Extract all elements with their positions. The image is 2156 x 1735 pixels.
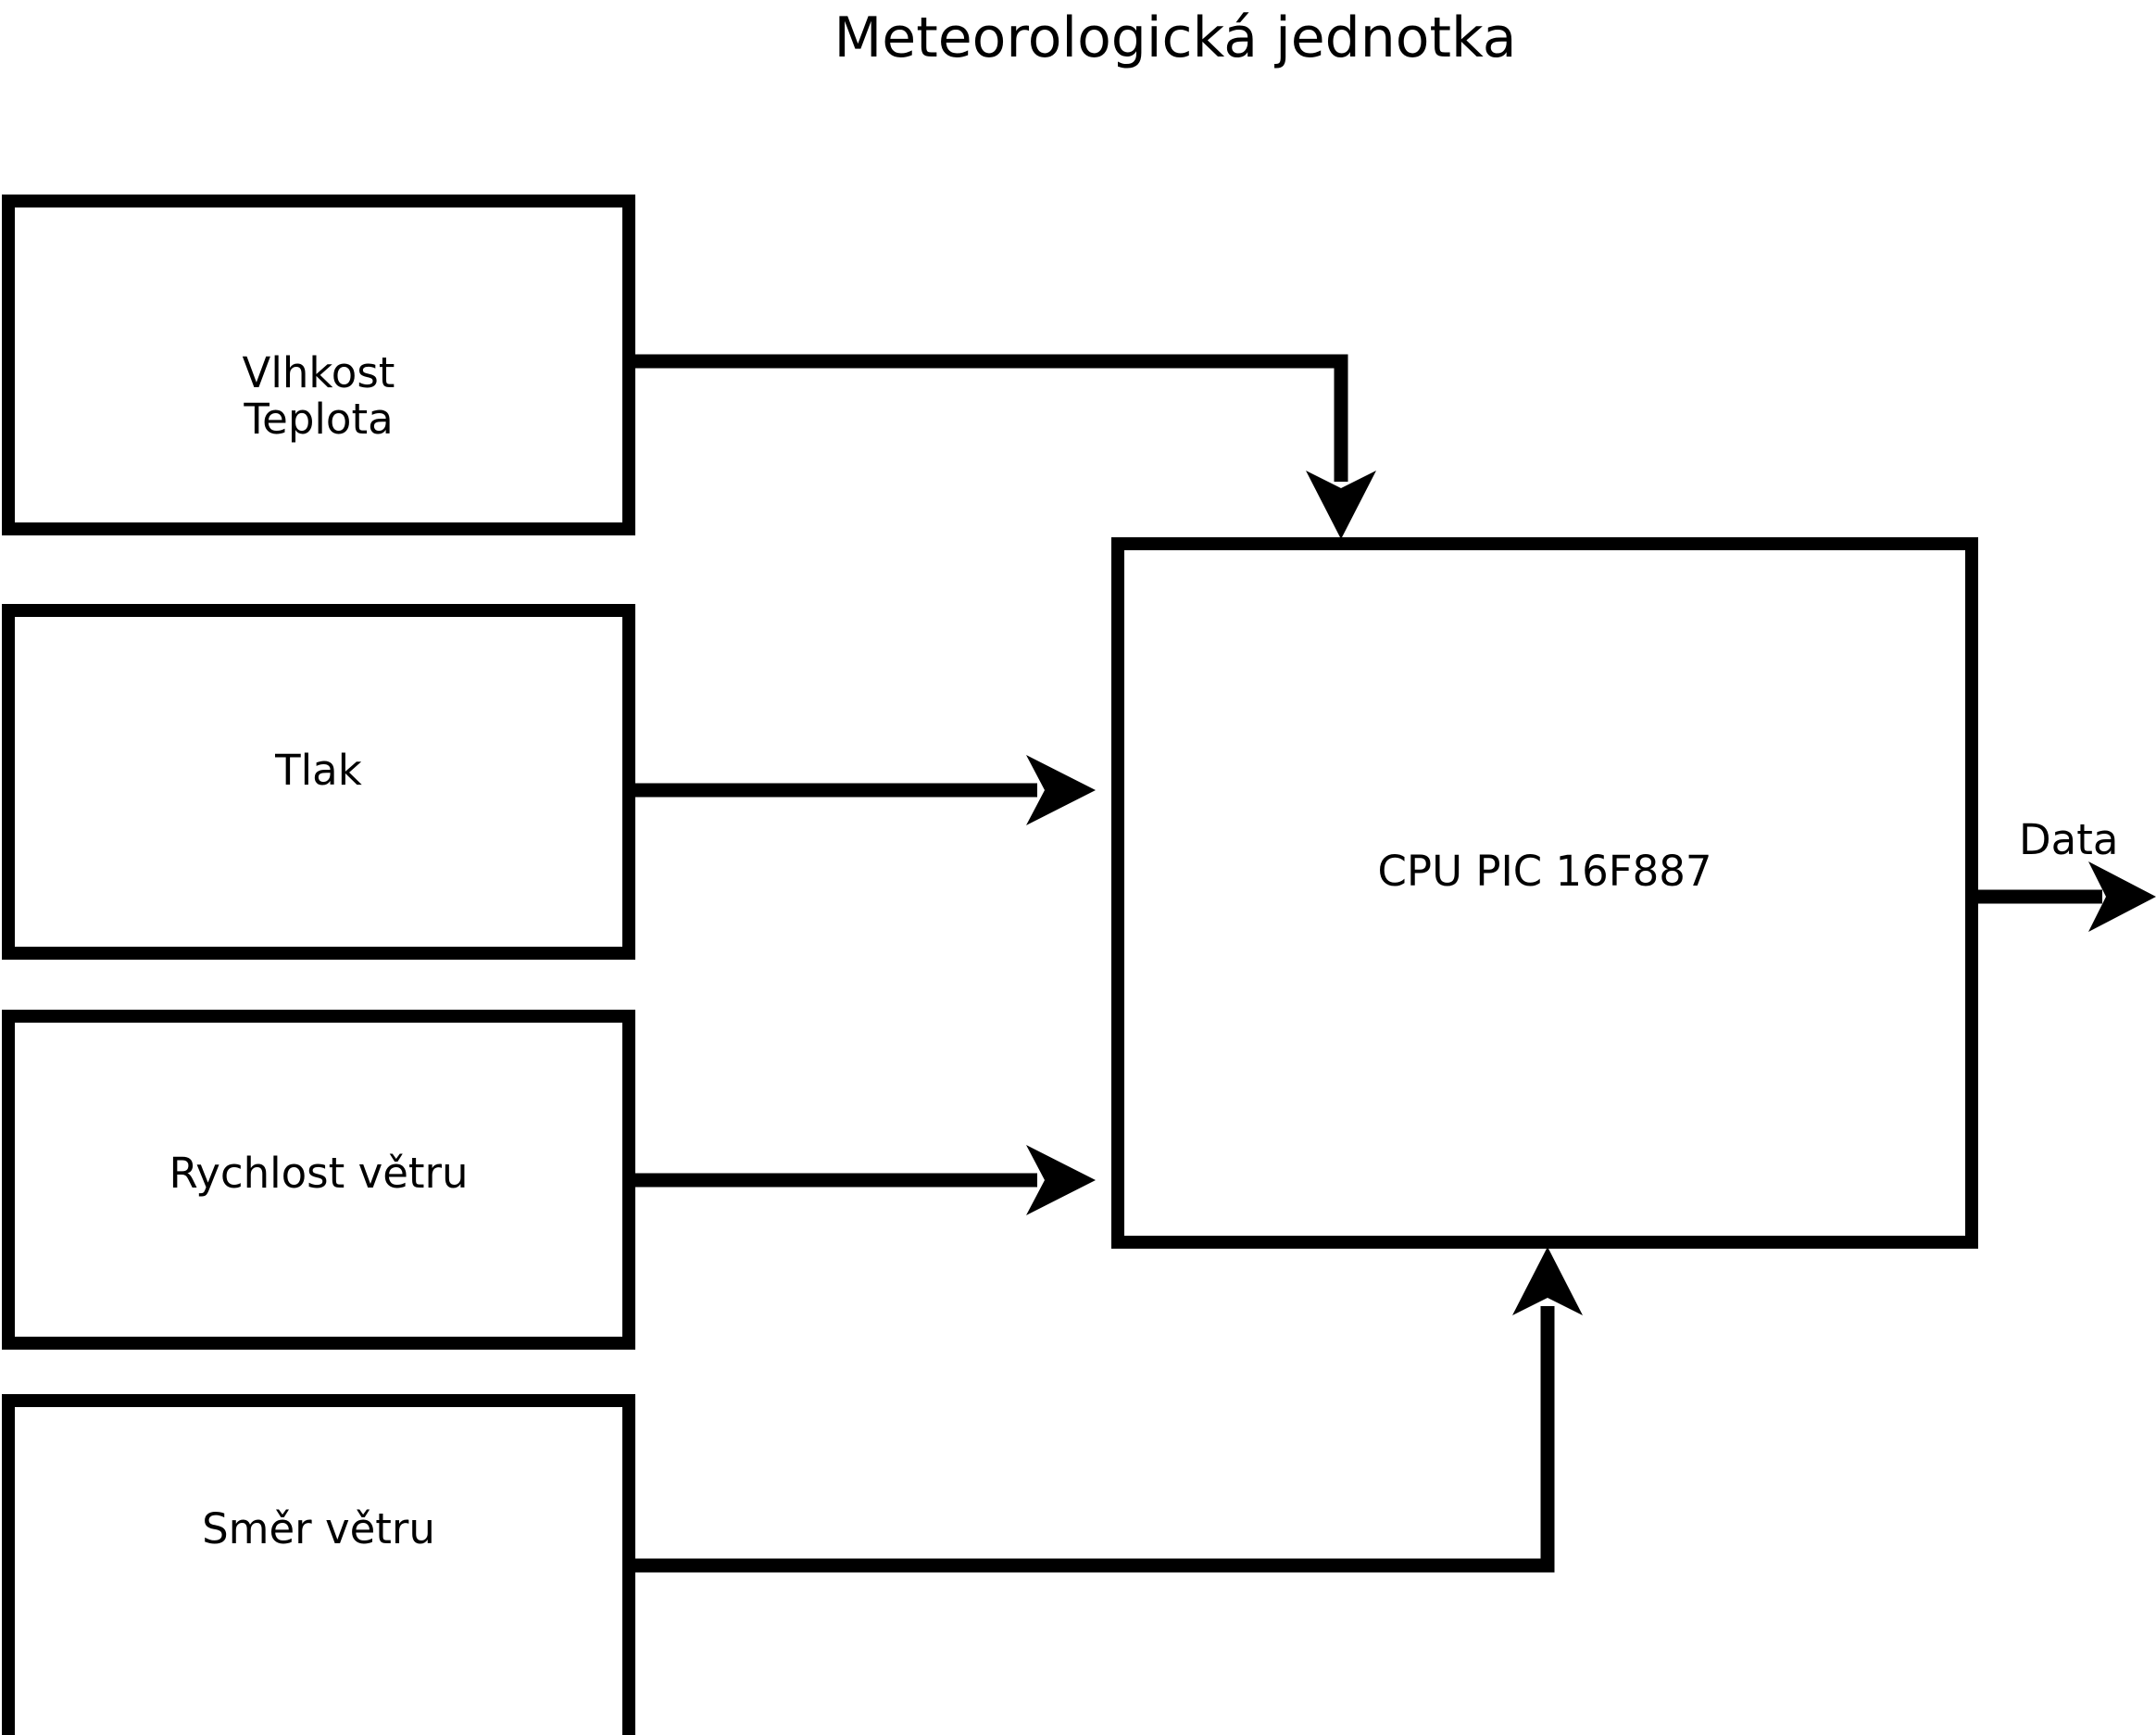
block-pressure[interactable]: Tlak <box>2 604 635 960</box>
edge-pressure-to-cpu <box>635 755 1096 825</box>
edge-cpu-to-output <box>1973 861 2156 932</box>
block-wind-direction[interactable]: Směr větru <box>2 1394 635 1735</box>
edge-windspeed-to-cpu <box>635 1145 1096 1215</box>
block-label: Rychlost větru <box>169 1149 469 1199</box>
page-title: Meteorologická jednotka <box>834 6 1517 70</box>
edge-winddirection-to-cpu <box>635 1247 1583 1573</box>
block-label: CPU PIC 16F887 <box>1377 846 1712 896</box>
block-label: Vlhkost Teplota <box>242 347 395 444</box>
block-cpu[interactable]: CPU PIC 16F887 <box>1111 537 1978 1249</box>
block-humidity-temperature[interactable]: Vlhkost Teplota <box>2 195 635 535</box>
edge-humidity-to-cpu <box>635 354 1376 539</box>
block-label: Tlak <box>275 745 362 795</box>
edge-label-data: Data <box>2019 815 2119 864</box>
block-wind-speed[interactable]: Rychlost větru <box>2 1010 635 1350</box>
block-label: Směr větru <box>202 1503 435 1553</box>
